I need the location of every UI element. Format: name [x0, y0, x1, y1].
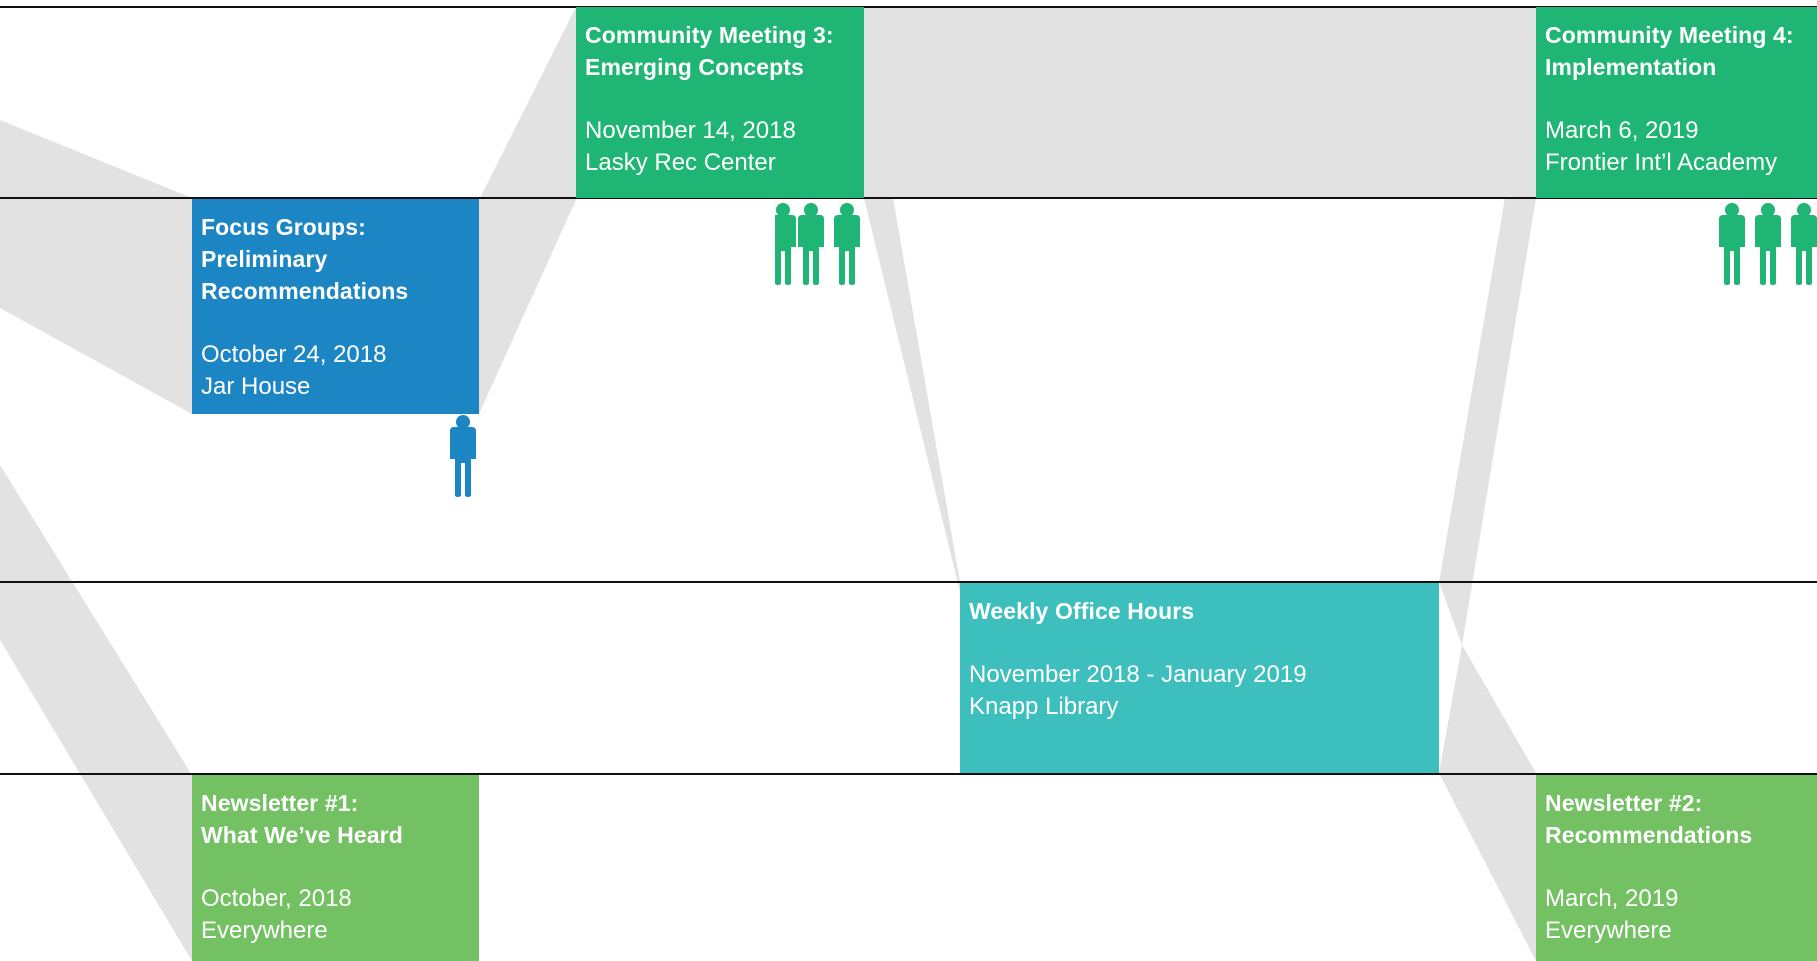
event-title: Community Meeting 3: Emerging Concepts	[585, 22, 834, 80]
event-date: October, 2018	[201, 885, 352, 912]
connector-band-focus-to-meeting-3	[479, 7, 576, 414]
event-title: Newsletter #2: Recommendations	[1545, 790, 1753, 848]
event-location: Everywhere	[201, 917, 328, 944]
connector-band-meeting-3-to-4	[864, 7, 1536, 198]
person-icon	[445, 415, 481, 497]
event-card-community-meeting-3[interactable]: Community Meeting 3: Emerging Concepts N…	[576, 7, 864, 198]
event-card-newsletter-2[interactable]: Newsletter #2: Recommendations March, 20…	[1536, 775, 1817, 961]
group-of-people-icon	[775, 203, 865, 285]
event-location: Knapp Library	[969, 693, 1119, 720]
lane-divider-line	[0, 773, 1817, 775]
connector-band-office-hours-to-meeting-4	[1439, 198, 1536, 645]
event-location: Frontier Int’l Academy	[1545, 149, 1778, 176]
event-title: Community Meeting 4: Implementation	[1545, 22, 1794, 80]
event-date: March, 2019	[1545, 885, 1679, 912]
event-date: November 2018 - January 2019	[969, 661, 1307, 688]
event-location: Jar House	[201, 373, 311, 400]
event-card-newsletter-1[interactable]: Newsletter #1: What We’ve Heard October,…	[192, 775, 479, 961]
event-location: Everywhere	[1545, 917, 1672, 944]
event-title: Focus Groups: Preliminary Recommendation…	[201, 214, 409, 304]
event-date: November 14, 2018	[585, 117, 796, 144]
event-card-focus-groups[interactable]: Focus Groups: Preliminary Recommendation…	[192, 199, 479, 414]
group-of-people-icon	[1716, 203, 1817, 285]
connector-band-office-hours-to-newsletter-2	[1439, 645, 1536, 961]
connector-band-into-newsletter-1	[0, 465, 192, 961]
event-card-community-meeting-4[interactable]: Community Meeting 4: Implementation Marc…	[1536, 7, 1817, 198]
lane-divider-line	[0, 197, 1817, 199]
connector-band-into-focus-groups	[0, 120, 192, 414]
event-location: Lasky Rec Center	[585, 149, 776, 176]
event-title: Weekly Office Hours	[969, 598, 1195, 624]
event-card-office-hours[interactable]: Weekly Office Hours November 2018 - Janu…	[960, 583, 1439, 773]
lane-divider-line	[0, 6, 1817, 8]
lane-divider-line	[0, 581, 1817, 583]
event-date: March 6, 2019	[1545, 117, 1699, 144]
event-title: Newsletter #1: What We’ve Heard	[201, 790, 403, 848]
connector-band-meeting-3-to-office-hours	[864, 198, 960, 592]
event-date: October 24, 2018	[201, 341, 387, 368]
